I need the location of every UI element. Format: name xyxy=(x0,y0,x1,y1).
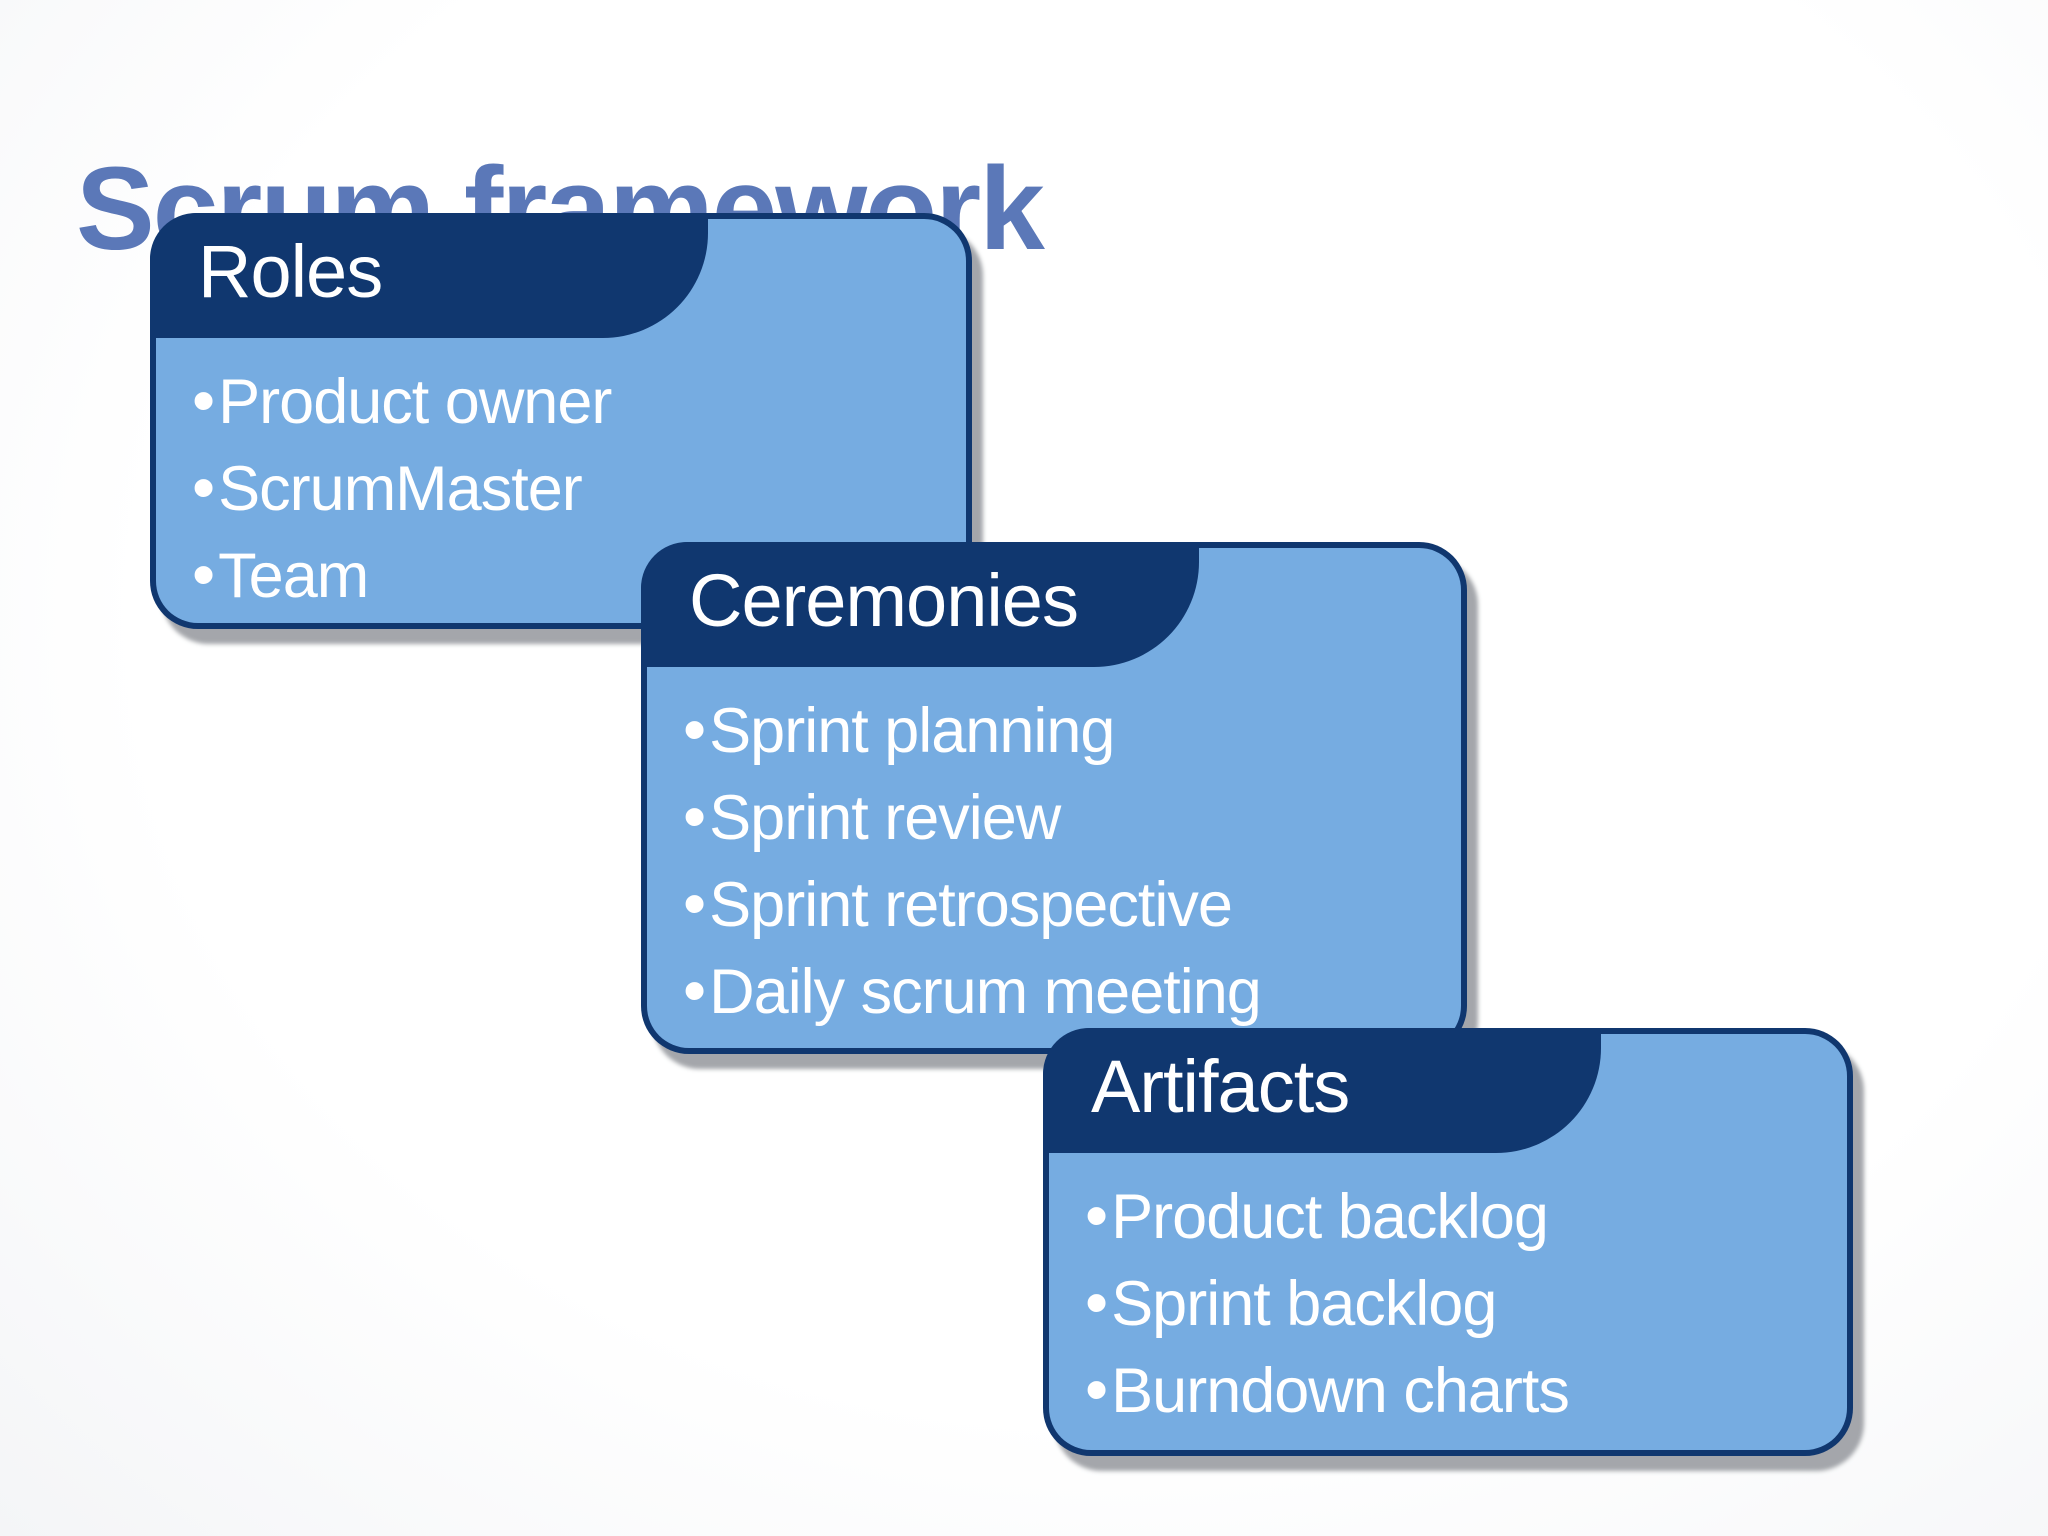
bullet-item: • Daily scrum meeting xyxy=(683,948,1449,1035)
card-ceremonies-bullet-list: • Sprint planning • Sprint review • Spri… xyxy=(683,687,1449,1035)
card-artifacts-title: Artifacts xyxy=(1091,1045,1350,1128)
bullet-item: • Sprint review xyxy=(683,774,1449,861)
bullet-item: • ScrumMaster xyxy=(192,445,954,532)
bullet-dot: • xyxy=(683,693,706,767)
card-artifacts-bullet-list: • Product backlog • Sprint backlog • Bur… xyxy=(1085,1173,1835,1434)
bullet-text: Daily scrum meeting xyxy=(709,957,1262,1027)
bullet-item: • Sprint retrospective xyxy=(683,861,1449,948)
bullet-dot: • xyxy=(192,451,215,525)
card-artifacts: Artifacts • Product backlog • Sprint bac… xyxy=(1043,1028,1853,1456)
bullet-text: Product backlog xyxy=(1111,1182,1549,1252)
card-ceremonies-title: Ceremonies xyxy=(689,559,1079,642)
bullet-dot: • xyxy=(1085,1266,1108,1340)
bullet-text: ScrumMaster xyxy=(218,454,583,524)
bullet-text: Sprint backlog xyxy=(1111,1269,1497,1339)
bullet-dot: • xyxy=(1085,1353,1108,1427)
bullet-text: Sprint review xyxy=(709,783,1061,853)
bullet-item: • Product backlog xyxy=(1085,1173,1835,1260)
card-roles: Roles • Product owner • ScrumMaster • Te… xyxy=(150,213,972,629)
card-roles-bullet-list: • Product owner • ScrumMaster • Team xyxy=(192,358,954,619)
card-artifacts-header-tab: Artifacts xyxy=(1043,1028,1601,1153)
bullet-item: • Sprint backlog xyxy=(1085,1260,1835,1347)
bullet-dot: • xyxy=(1085,1179,1108,1253)
bullet-dot: • xyxy=(192,364,215,438)
card-ceremonies: Ceremonies • Sprint planning • Sprint re… xyxy=(641,542,1467,1054)
bullet-text: Sprint retrospective xyxy=(709,870,1233,940)
bullet-item: • Product owner xyxy=(192,358,954,445)
bullet-item: • Sprint planning xyxy=(683,687,1449,774)
bullet-dot: • xyxy=(683,780,706,854)
card-roles-header-tab: Roles xyxy=(150,213,708,338)
bullet-dot: • xyxy=(192,538,215,612)
bullet-item: • Team xyxy=(192,532,954,619)
bullet-dot: • xyxy=(683,954,706,1028)
bullet-text: Burndown charts xyxy=(1111,1356,1570,1426)
card-ceremonies-header-tab: Ceremonies xyxy=(641,542,1199,667)
card-roles-title: Roles xyxy=(198,230,383,313)
bullet-dot: • xyxy=(683,867,706,941)
bullet-text: Team xyxy=(218,541,369,611)
bullet-text: Sprint planning xyxy=(709,696,1115,766)
bullet-item: • Burndown charts xyxy=(1085,1347,1835,1434)
bullet-text: Product owner xyxy=(218,367,612,437)
